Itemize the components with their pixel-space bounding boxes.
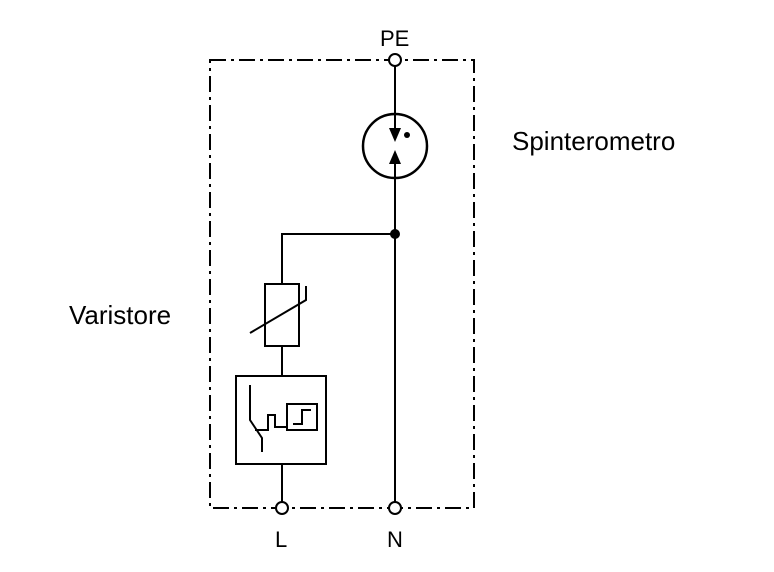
terminal-n (388, 501, 402, 515)
terminal-pe (388, 53, 402, 67)
spark-gap-dot (404, 132, 410, 138)
varistor-branch-wire (281, 233, 395, 284)
terminal-label-l: L (275, 527, 288, 552)
spark-gap-bottom-arrowhead (389, 150, 401, 164)
spark-gap-top-arrowhead (389, 128, 401, 142)
thermal-disconnector (235, 375, 327, 465)
disconnector-switch (249, 385, 263, 452)
disconnector-link (255, 414, 287, 431)
terminal-l (275, 501, 289, 515)
varistor-label: Varistore (69, 300, 172, 330)
terminal-label-pe: PE (380, 26, 410, 51)
enclosure-boundary (209, 59, 475, 509)
thermal-element-curve (293, 409, 311, 425)
terminal-label-n: N (387, 527, 403, 552)
thermal-element-frame (286, 403, 318, 431)
varistor-nonlinear-slash (249, 286, 307, 334)
varistor-symbol (249, 283, 307, 347)
spark-gap-label: Spinterometro (512, 126, 676, 156)
spark-gap-symbol (361, 112, 429, 180)
